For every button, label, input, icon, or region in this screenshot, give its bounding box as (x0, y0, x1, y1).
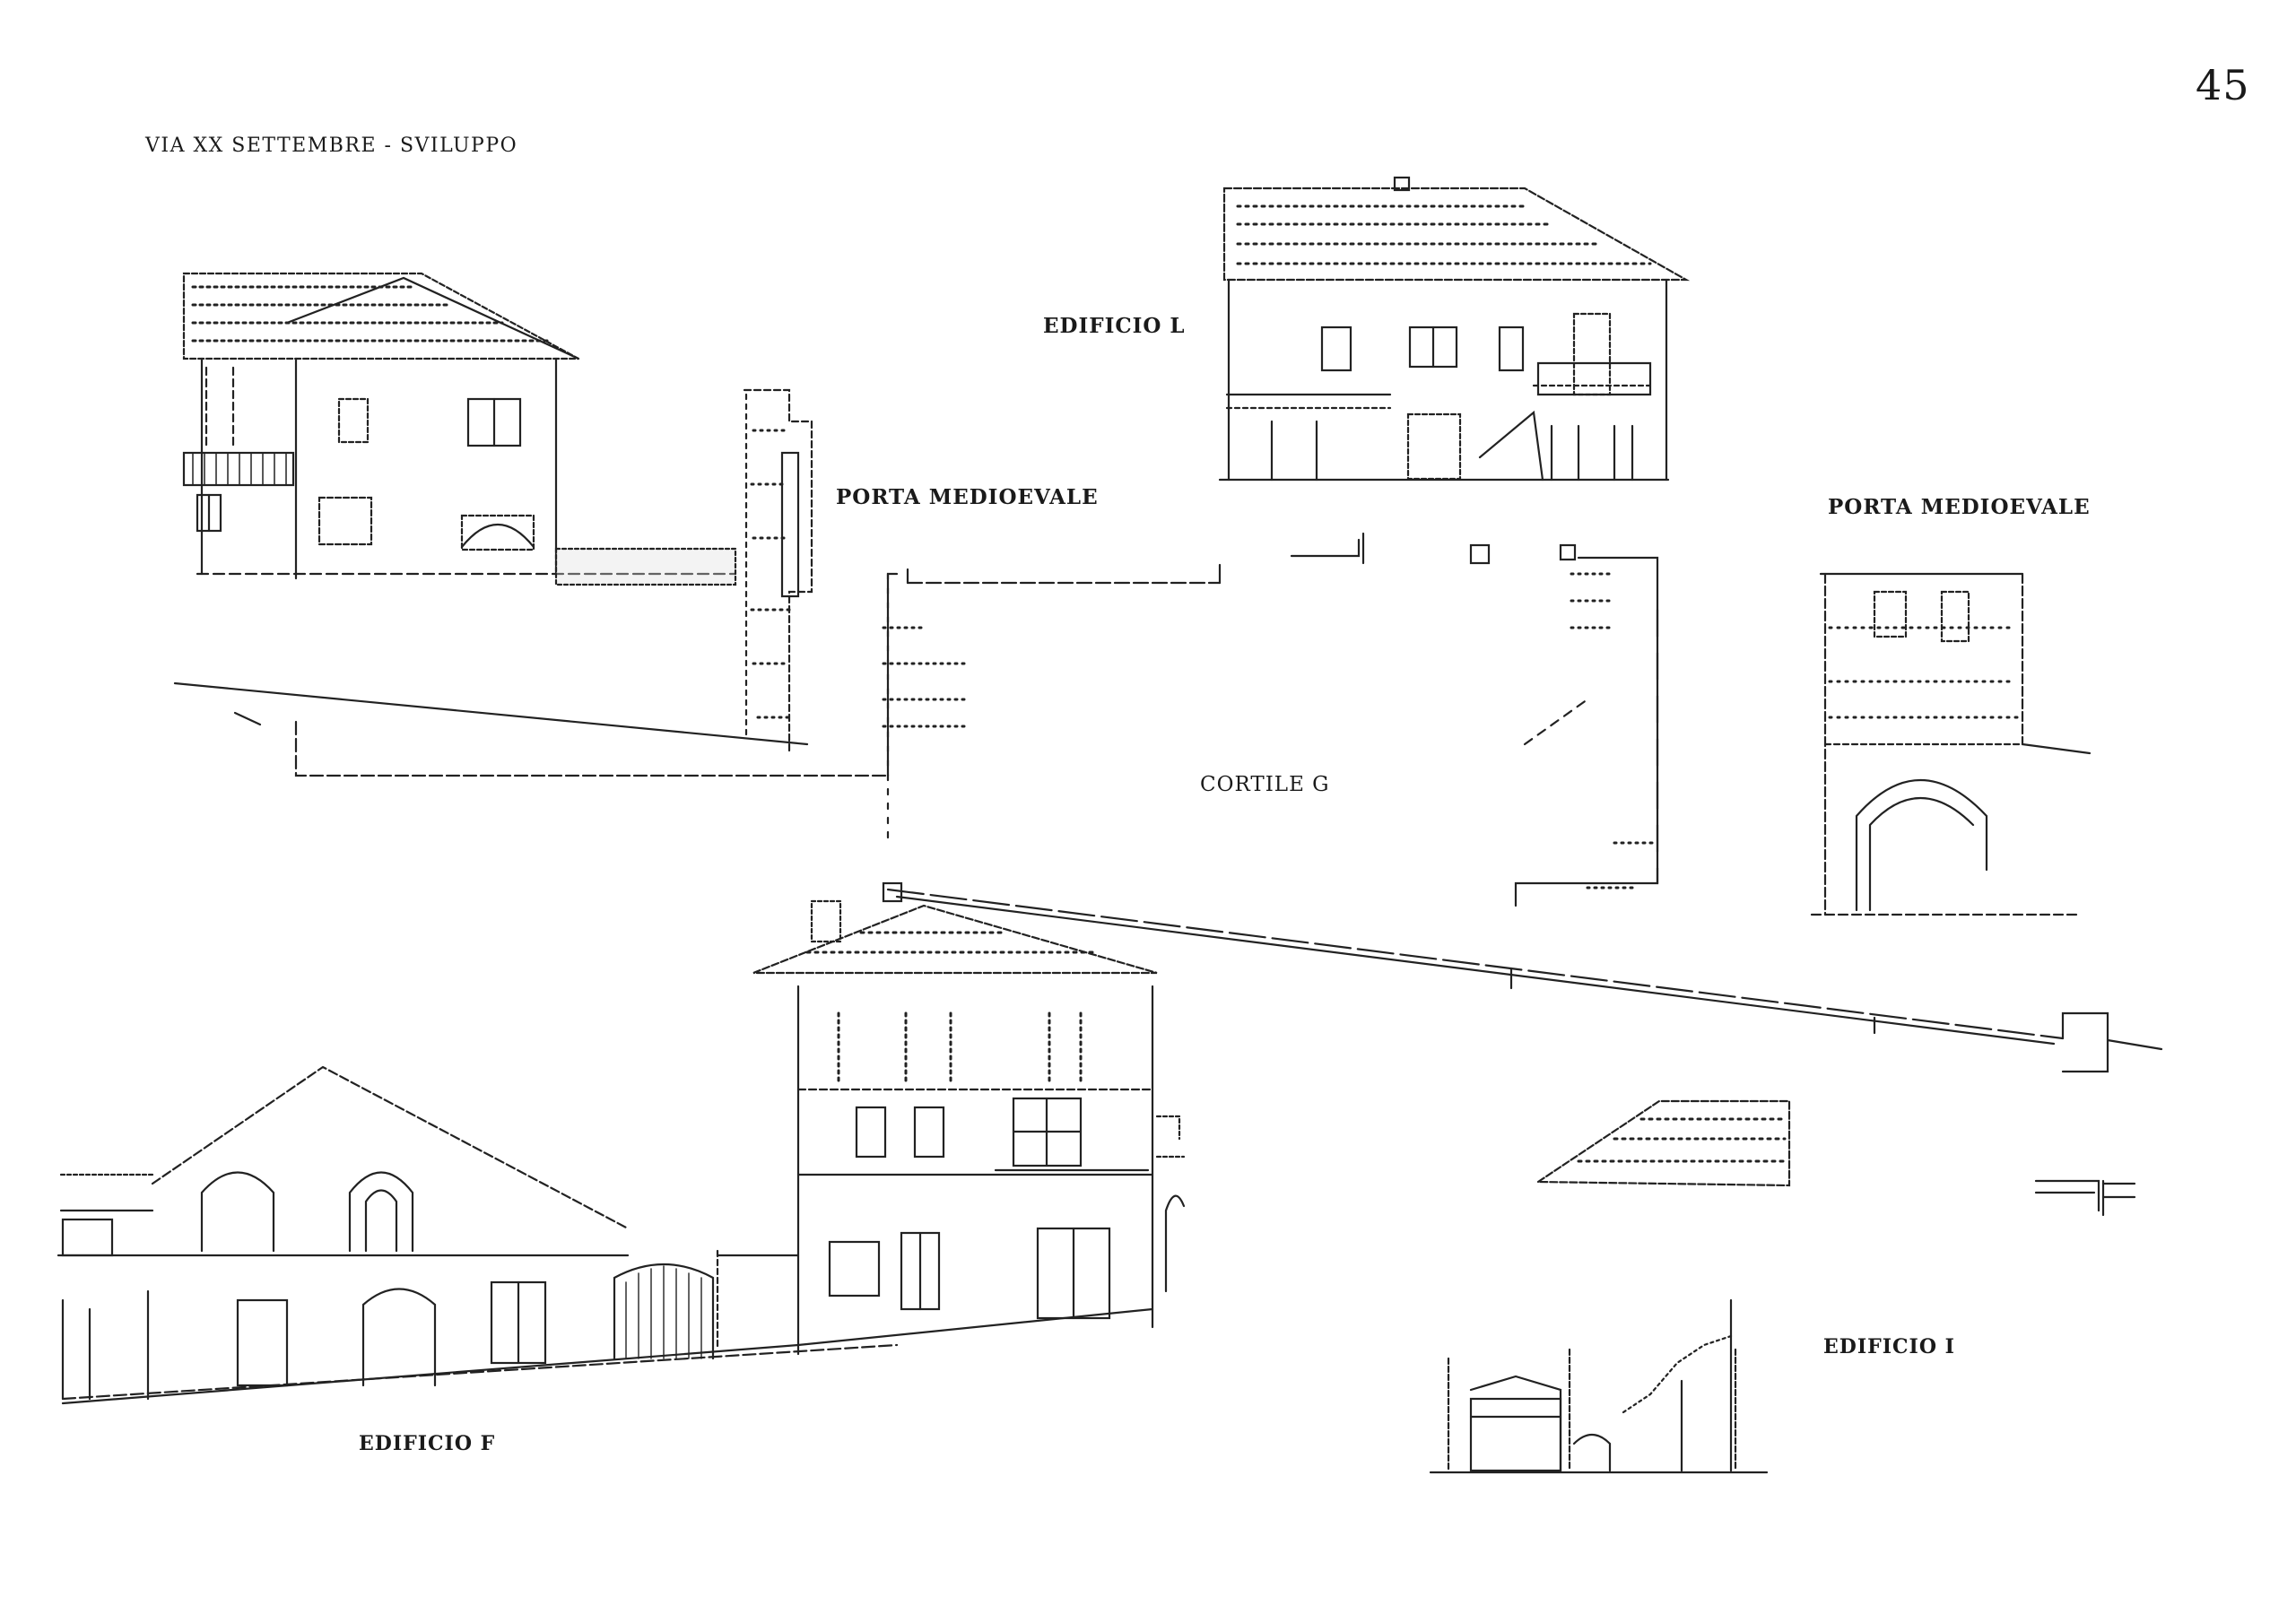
label-edificio-i: EDIFICIO I (1823, 1335, 1955, 1358)
label-cortile-g: CORTILE G (1200, 773, 1330, 796)
building-top-left (182, 272, 737, 586)
building-edificio-f (57, 1065, 899, 1405)
label-porta-medioevale-right: PORTA MEDIOEVALE (1828, 495, 2091, 519)
building-edificio-i (1429, 1298, 1769, 1474)
label-edificio-f: EDIFICIO F (359, 1432, 496, 1455)
porta-medioevale-left-tower (743, 388, 813, 755)
street-profile (173, 572, 899, 845)
building-central-tall (752, 881, 1186, 1356)
building-edificio-l (1218, 176, 1691, 482)
label-porta-medioevale-left: PORTA MEDIOEVALE (836, 485, 1099, 509)
courtyard-cortile-g-plan (882, 532, 1659, 907)
label-edificio-l: EDIFICIO L (1043, 314, 1186, 338)
porta-medioevale-right-gate (1810, 572, 2092, 916)
sheet-title: VIA XX SETTEMBRE - SVILUPPO (145, 135, 518, 157)
roof-fragment-edificio-i (1535, 1099, 2136, 1217)
page-number: 45 (2196, 61, 2250, 109)
street-diagonal (886, 888, 2163, 1073)
